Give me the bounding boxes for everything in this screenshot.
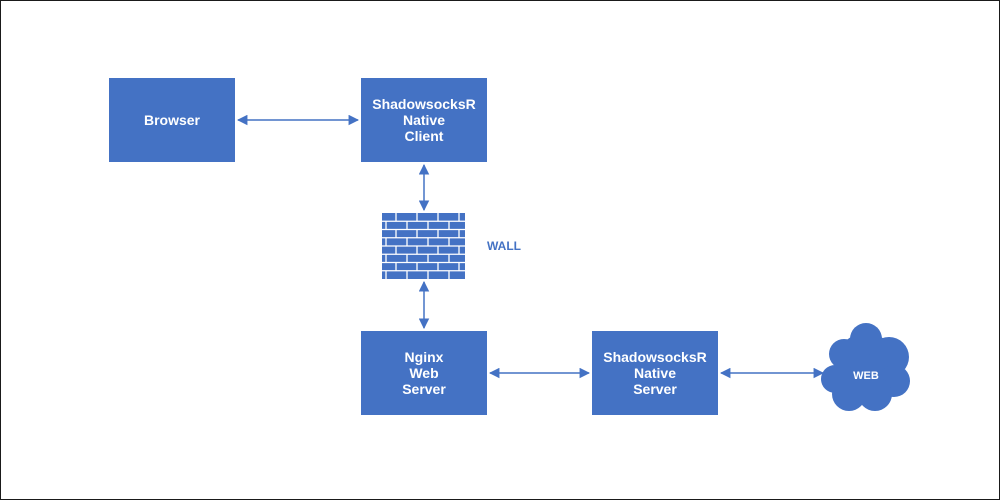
brick-wall-icon: [382, 213, 465, 279]
browser-node-label: Browser: [143, 112, 201, 128]
ssr-client-label-line-3: Client: [404, 128, 444, 144]
ssr-server-label-line-3: Server: [633, 381, 677, 397]
nginx-label-line-1: Nginx: [404, 349, 444, 365]
ssr-client-label-line-2: Native: [402, 112, 446, 128]
ssr-client-node: ShadowsocksR Native Client: [361, 78, 487, 162]
ssr-client-label-line-1: ShadowsocksR: [372, 96, 476, 112]
browser-node: Browser: [109, 78, 235, 162]
nginx-label-line-2: Web: [409, 365, 439, 381]
ssr-server-node: ShadowsocksR Native Server: [592, 331, 718, 415]
web-label: WEB: [853, 370, 879, 382]
ssr-server-label-line-2: Native: [633, 365, 677, 381]
nginx-node: Nginx Web Server: [361, 331, 487, 415]
cloud-icon: [821, 323, 910, 411]
wall-label: WALL: [487, 239, 521, 253]
nginx-label-line-3: Server: [402, 381, 446, 397]
ssr-server-label-line-1: ShadowsocksR: [603, 349, 707, 365]
